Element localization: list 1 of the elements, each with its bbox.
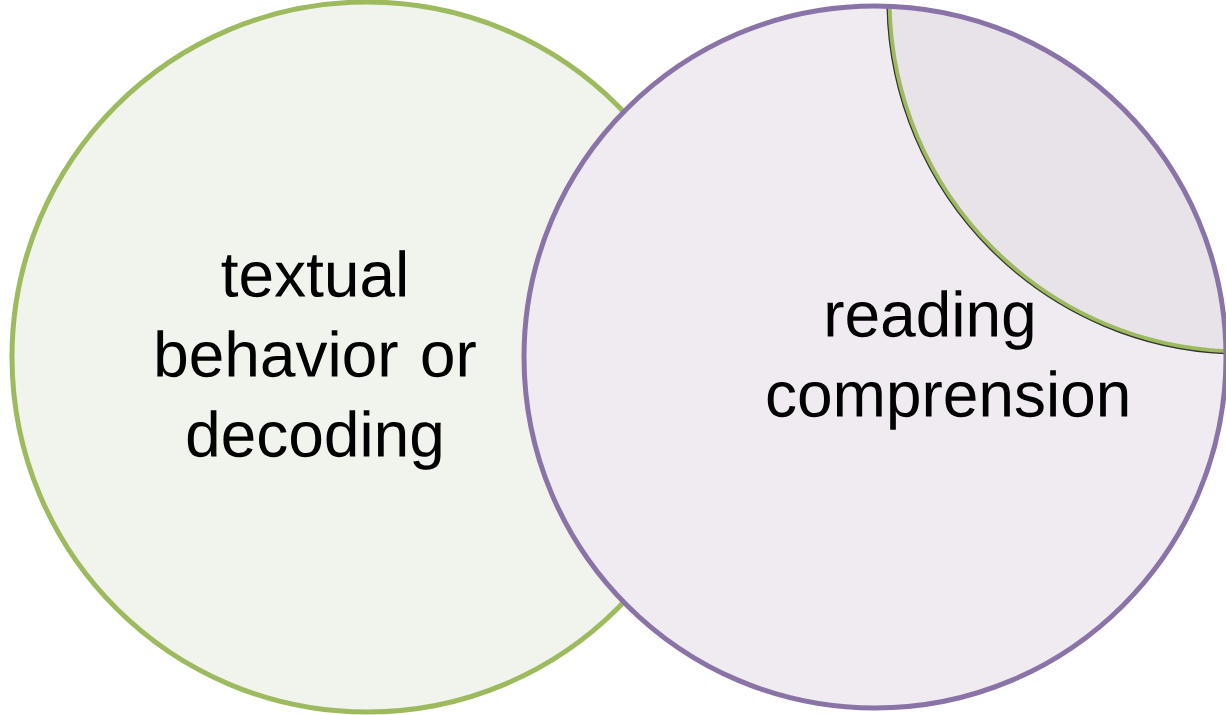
node-label: comprension xyxy=(767,370,1128,430)
